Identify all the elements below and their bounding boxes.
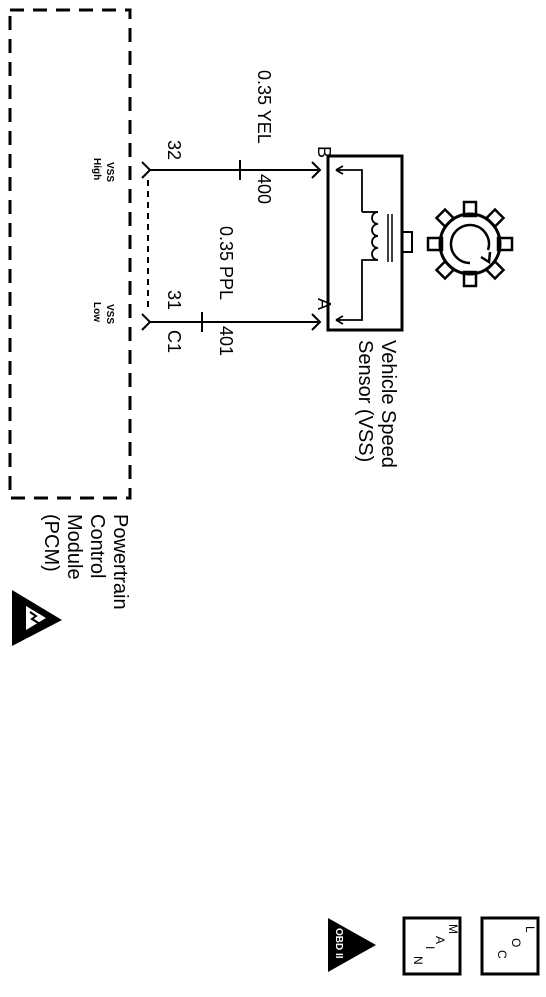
main-letter-i: I — [423, 946, 437, 949]
pcm-pin-31-label-line-2: Low — [91, 302, 102, 322]
loc-letter-c: C — [495, 950, 509, 959]
vss-coil-icon — [361, 211, 379, 266]
reluctor-wheel-icon — [426, 200, 514, 288]
sensor-terminal-b: B — [314, 146, 334, 158]
loc-nav-button[interactable]: L O C — [480, 916, 540, 976]
pcm-connector-label: C1 — [164, 330, 184, 353]
pcm-name-line-2: Control — [86, 514, 108, 578]
pcm-pin-32-number: 32 — [164, 140, 184, 160]
vss-sensor-tip — [401, 231, 413, 253]
pcm-pin-31-number: 31 — [164, 290, 184, 310]
esd-warning-icon — [12, 590, 62, 646]
sensor-name-line-1: Vehicle Speed — [377, 340, 399, 468]
vss-internal-lead-b — [336, 169, 363, 212]
pcm-module-box — [8, 8, 132, 500]
pcm-name-line-1: Powertrain — [109, 514, 131, 610]
wire-401-circuit: 401 — [216, 326, 236, 356]
sensor-terminal-a-chevron — [311, 313, 322, 331]
pcm-name-line-3: Module — [63, 514, 85, 580]
loc-letter-o: O — [509, 938, 523, 947]
sensor-terminal-b-chevron — [311, 161, 322, 179]
pcm-pin-31-label-line-1: VSS — [104, 304, 115, 324]
vss-internal-lead-a — [336, 266, 363, 321]
sensor-name-line-2: Sensor (VSS) — [354, 340, 376, 462]
pcm-pin-32-label-line-1: VSS — [104, 162, 115, 182]
vss-sensor-body — [326, 154, 404, 332]
wire-401-gauge-color: 0.35 PPL — [216, 226, 236, 300]
loc-letter-l: L — [523, 926, 537, 933]
main-nav-button[interactable]: M A I N — [402, 916, 462, 976]
pcm-pin-31-terminal — [141, 313, 152, 331]
vss-arrow-a-icon — [335, 315, 344, 325]
pcm-pin-32-label-line-2: High — [91, 158, 102, 180]
pcm-name-line-4: (PCM) — [40, 514, 62, 572]
pcm-pin-32-terminal — [141, 161, 152, 179]
main-letter-a: A — [433, 936, 447, 944]
wire-400-gauge-color: 0.35 YEL — [254, 70, 274, 144]
obd-ii-nav-icon[interactable]: OBD II — [328, 918, 376, 972]
wire-400-circuit: 400 — [254, 174, 274, 204]
main-letter-n: N — [411, 956, 425, 965]
obd-ii-label: OBD II — [333, 928, 344, 959]
vss-arrow-b-icon — [335, 165, 344, 175]
sensor-terminal-a: A — [314, 298, 334, 310]
main-letter-m: M — [446, 924, 460, 934]
